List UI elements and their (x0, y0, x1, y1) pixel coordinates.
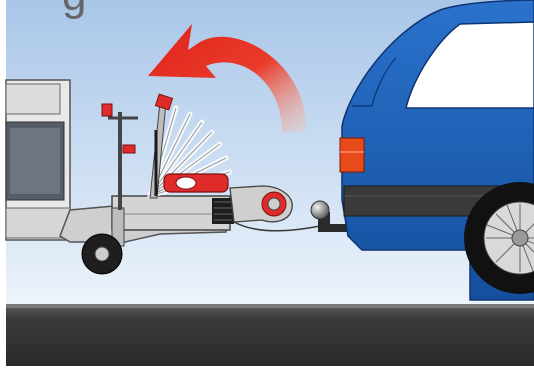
caption-fragment: g (62, 0, 86, 18)
frame-border (0, 0, 6, 366)
tail-light (340, 138, 364, 172)
caravan-body (6, 80, 70, 240)
road (6, 304, 534, 366)
